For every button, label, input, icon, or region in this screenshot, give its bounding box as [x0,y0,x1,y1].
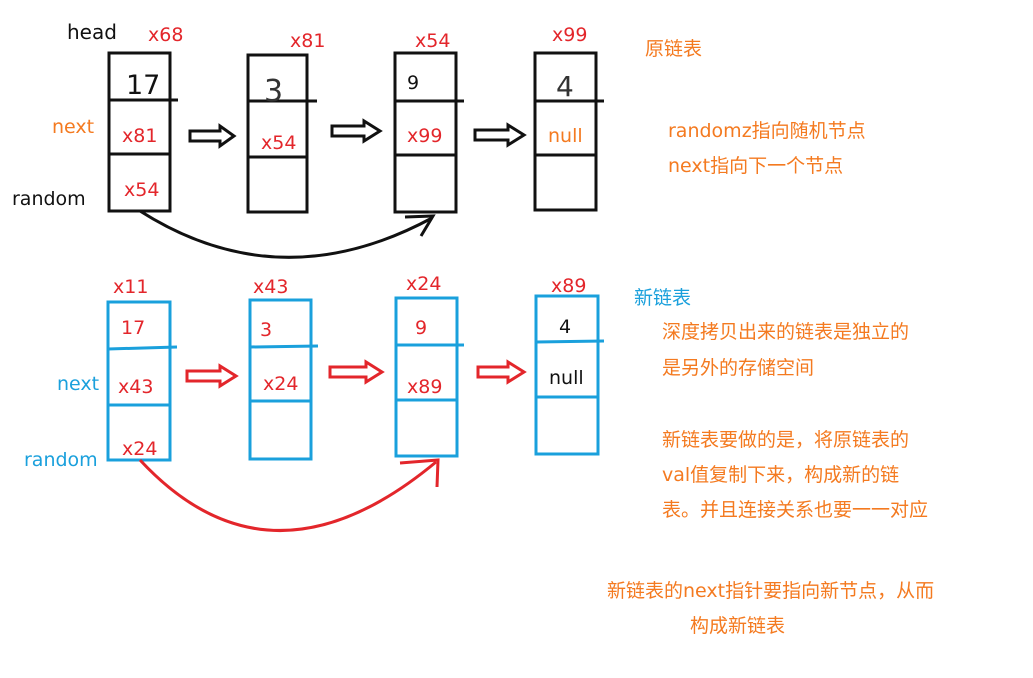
node-next: null [549,367,584,389]
node-val: 9 [415,317,427,339]
random-pointer-curve [139,209,433,259]
node-next: null [548,125,583,147]
node-address: x89 [551,275,586,297]
copy-node-4: x89 4 null [534,275,605,456]
node-address: x81 [290,30,325,52]
next-arrow [330,118,383,144]
node-divider [535,339,605,344]
next-arrow [476,359,527,385]
node-next: x89 [407,376,442,398]
next-arrow [188,123,237,149]
node-val: 17 [126,70,160,101]
original-node-2: x81 3 x54 [246,30,325,214]
copy-note-2: 是另外的存储空间 [662,357,814,379]
copy-note-1: 深度拷贝出来的链表是独立的 [662,321,909,343]
copied-list: next random x11 17 x43 x24 x43 3 x24 x24 [24,273,934,637]
node-box [106,300,172,462]
node-next: x99 [407,125,442,147]
node-next: x24 [263,373,298,395]
copy-note-6: 新链表的next指针要指向新节点，从而 [607,580,934,602]
node-address: x68 [148,24,183,46]
original-node-4: x99 4 null [533,24,604,212]
copy-note-7: 构成新链表 [690,615,785,637]
original-node-3: x54 9 x99 [393,30,464,214]
copy-title: 新链表 [634,287,691,309]
node-random: x24 [122,438,157,460]
random-pointer-arrowhead [399,458,440,488]
random-pointer-curve [138,458,437,532]
copy-node-2: x43 3 x24 [248,276,319,461]
node-val: 4 [556,70,574,103]
copy-next-label: next [57,373,99,395]
node-address: x99 [552,24,587,46]
node-address: x43 [253,276,288,298]
node-val: 9 [407,72,419,94]
node-next: x54 [261,132,296,154]
copy-random-label: random [24,449,98,471]
random-pointer-arrowhead [404,214,436,237]
next-arrow [328,359,385,385]
original-note-2: next指向下一个节点 [668,155,843,177]
node-box [107,51,172,213]
node-next: x43 [118,376,153,398]
node-address: x54 [415,30,450,52]
original-node-1: x68 17 x81 x54 [107,24,183,213]
copy-note-3: 新链表要做的是，将原链表的 [662,429,909,451]
node-random: x54 [124,179,159,201]
original-random-label: random [12,188,86,210]
original-list: head next random x68 17 x81 x54 x81 3 x5… [12,20,866,259]
node-val: 17 [121,317,145,339]
node-box [393,51,458,214]
copy-node-3: x24 9 x89 [394,273,464,458]
node-box [534,294,600,456]
node-box [248,298,313,461]
node-divider [249,344,319,349]
next-arrow [185,363,239,389]
next-arrow [473,122,527,148]
node-val: 3 [260,319,272,341]
node-val: 4 [559,316,571,338]
copy-note-5: 表。并且连接关系也要一一对应 [662,499,928,521]
node-divider [107,345,178,351]
node-address: x11 [113,276,148,298]
node-box [246,53,309,214]
node-box [533,51,598,212]
original-next-label: next [52,116,94,138]
copy-node-1: x11 17 x43 x24 [106,276,178,462]
node-next: x81 [122,125,157,147]
node-box [394,296,459,458]
original-title: 原链表 [645,38,702,60]
node-val: 3 [264,74,283,109]
original-note-1: randomz指向随机节点 [668,120,866,142]
node-address: x24 [406,273,441,295]
head-label: head [67,20,117,44]
copy-note-4: val值复制下来，构成新的链 [662,464,899,486]
